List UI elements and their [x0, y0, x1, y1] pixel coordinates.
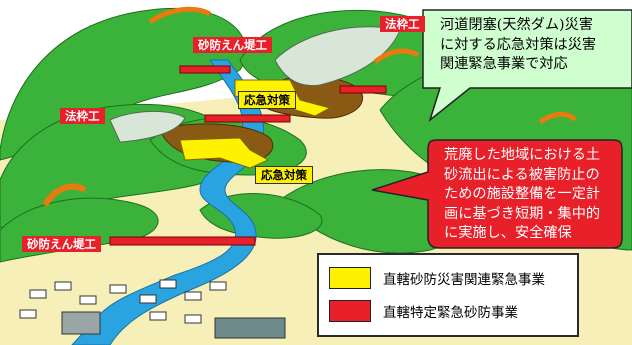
framework-left: [109, 110, 186, 143]
callout-lower-line: ための施設整備を一定計: [444, 186, 601, 202]
callout-lower-line: に実施し、安全確保: [444, 225, 572, 241]
river: [71, 59, 265, 345]
label-emergency-2: 応急対策: [255, 166, 313, 184]
legend: 直轄砂防災害関連緊急事業 直轄特定緊急砂防事業: [317, 253, 579, 337]
callout-lower-bubble: [371, 139, 623, 249]
callout-upper-line: 河道閉塞(天然ダム)災害: [440, 17, 593, 33]
erosion-mark-1: [148, 6, 212, 25]
callout-upper-bubble: [422, 9, 632, 123]
legend-item-red: 直轄特定緊急砂防事業: [329, 300, 518, 322]
building-right: [214, 317, 286, 339]
legend-label-yellow: 直轄砂防災害関連緊急事業: [383, 272, 545, 288]
framework-upper: [274, 26, 401, 87]
village: [19, 279, 227, 324]
label-sabo-dam-top: 砂防えん堤工: [193, 37, 272, 53]
label-framework-top: 法枠工: [380, 16, 425, 32]
dam-upper-left: [179, 65, 231, 74]
legend-item-yellow: 直轄砂防災害関連緊急事業: [329, 267, 545, 289]
emergency-work-lower: [179, 137, 270, 169]
erosion-mark-2: [373, 48, 420, 64]
legend-label-red: 直轄特定緊急砂防事業: [383, 305, 518, 321]
dam-bottom: [109, 236, 256, 246]
dam-top-right: [339, 85, 387, 94]
callout-lower-text: 荒廃した地域における土 砂流出による被害防止の ための施設整備を一定計 画に基づ…: [444, 146, 600, 244]
erosion-mark-3: [42, 183, 87, 207]
label-sabo-dam-bottom: 砂防えん堤工: [22, 236, 101, 252]
legend-swatch-red: [329, 300, 371, 322]
label-emergency-1: 応急対策: [238, 91, 296, 109]
callout-upper-text: 河道閉塞(天然ダム)災害 に対する応急対策は災害 関連緊急事業で対応: [440, 16, 596, 75]
callout-upper-line: に対する応急対策は災害: [440, 36, 597, 53]
callout-lower-line: 砂流出による被害防止の: [444, 166, 600, 183]
building-left: [61, 311, 101, 335]
legend-swatch-yellow: [329, 267, 371, 289]
erosion-mark-4: [538, 111, 577, 125]
callout-lower-line: 画に基づき短期・集中的: [444, 205, 601, 222]
dam-middle: [204, 114, 291, 123]
callout-upper-line: 関連緊急事業で対応: [440, 56, 568, 72]
label-framework-left: 法枠工: [60, 108, 105, 124]
callout-lower-line: 荒廃した地域における土: [444, 147, 601, 163]
